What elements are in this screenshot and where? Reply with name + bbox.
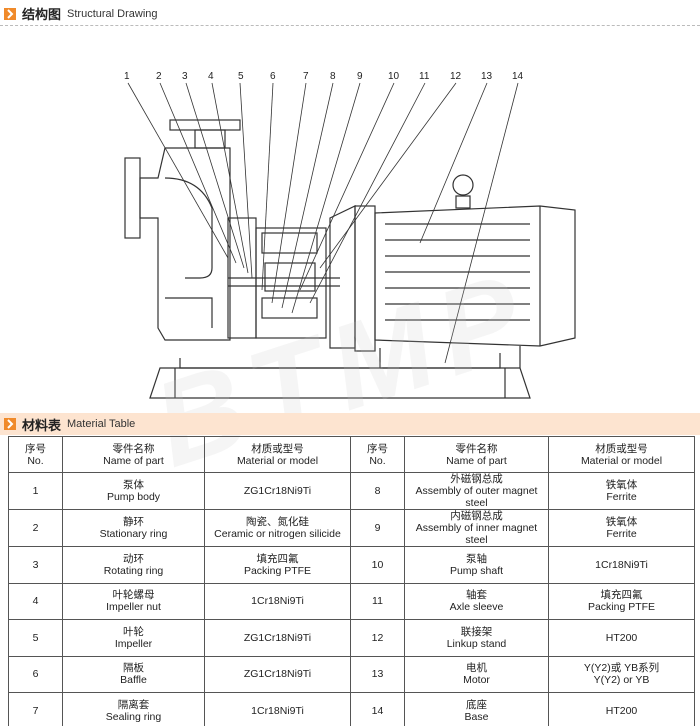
section-title-en: Structural Drawing [67, 7, 158, 20]
cell-material: ZG1Cr18Ni9Ti [204, 472, 351, 510]
section-title-zh: 材料表 [22, 417, 62, 433]
part-label-7: 7 [303, 71, 309, 82]
cell-material: 1Cr18Ni9Ti [204, 692, 351, 726]
part-label-3: 3 [182, 71, 188, 82]
cell-no: 1 [8, 472, 63, 510]
cell-no: 6 [8, 655, 63, 693]
part-label-9: 9 [357, 71, 363, 82]
cell-no: 10 [350, 546, 405, 584]
cell-no: 5 [8, 619, 63, 657]
part-label-13: 13 [481, 71, 493, 82]
cell-no: 4 [8, 582, 63, 620]
cell-no: 3 [8, 546, 63, 584]
part-label-1: 1 [124, 71, 130, 82]
part-label-14: 14 [512, 71, 524, 82]
structural-drawing-header: 结构图 Structural Drawing [0, 2, 700, 26]
base-outline [149, 367, 531, 399]
cell-no: 12 [350, 619, 405, 657]
part-label-2: 2 [156, 71, 162, 82]
section-title-en: Material Table [67, 418, 136, 430]
motor-outline [374, 205, 576, 347]
part-label-6: 6 [270, 71, 276, 82]
part-label-10: 10 [388, 71, 400, 82]
cell-no: 9 [350, 509, 405, 547]
cell-no: 11 [350, 582, 405, 620]
part-label-5: 5 [238, 71, 244, 82]
cell-material: ZG1Cr18Ni9Ti [204, 655, 351, 693]
cell-no: 8 [350, 472, 405, 510]
material-table-header: 材料表 Material Table [0, 413, 700, 435]
part-label-4: 4 [208, 71, 214, 82]
part-label-11: 11 [419, 71, 430, 82]
cell-no: 14 [350, 692, 405, 726]
cell-material: ZG1Cr18Ni9Ti [204, 619, 351, 657]
chevron-right-icon [4, 7, 16, 20]
section-title-zh: 结构图 [22, 7, 62, 22]
cell-no: 2 [8, 509, 63, 547]
cell-material: 1Cr18Ni9Ti [548, 546, 695, 584]
pump-structural-drawing: 1 2 3 4 5 6 7 8 9 10 11 12 13 14 [124, 71, 576, 399]
chevron-right-icon [4, 418, 16, 430]
cell-material: 1Cr18Ni9Ti [204, 582, 351, 620]
cell-no: 7 [8, 692, 63, 726]
part-label-12: 12 [450, 71, 462, 82]
cell-material: HT200 [548, 619, 695, 657]
pump-body-outline [139, 147, 231, 341]
part-label-8: 8 [330, 71, 336, 82]
cell-material: HT200 [548, 692, 695, 726]
cell-no: 13 [350, 655, 405, 693]
